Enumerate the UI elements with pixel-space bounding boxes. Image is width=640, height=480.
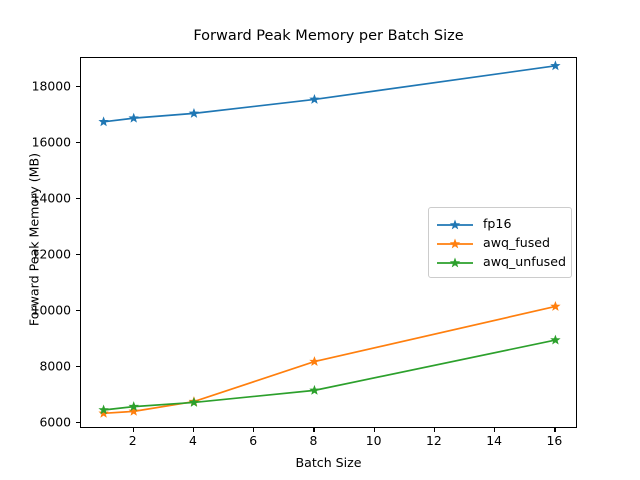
series-fp16: [98, 60, 561, 127]
y-tick-label: 8000: [39, 358, 71, 374]
legend-label: awq_fused: [483, 235, 551, 250]
series-line: [103, 305, 556, 415]
x-tick-label: 2: [128, 433, 137, 448]
y-axis-label: Forward Peak Memory (MB): [26, 152, 42, 327]
data-point-marker: [188, 396, 200, 407]
series-line: [103, 339, 556, 411]
data-point-marker: [550, 334, 561, 345]
data-point-marker: [309, 384, 320, 395]
data-point-marker: [309, 356, 320, 366]
x-tick-label: 14: [486, 433, 503, 448]
y-tick-mark: [76, 309, 80, 311]
x-tick-mark: [313, 428, 315, 432]
y-tick-label: 10000: [31, 302, 71, 318]
y-axis-tick-labels: 6000 8000 10000 12000 14000 16000 18000: [0, 0, 71, 480]
data-point-marker: [128, 401, 139, 412]
y-tick-mark: [76, 85, 80, 87]
data-point-marker: [550, 60, 561, 71]
y-tick-label: 14000: [31, 190, 71, 206]
data-point-marker: [98, 407, 109, 418]
data-point-marker: [188, 107, 200, 118]
series-layer: [98, 60, 561, 418]
x-tick-label: 8: [309, 433, 318, 448]
x-tick-mark: [433, 428, 436, 432]
x-tick-mark: [253, 428, 255, 432]
x-tick-mark: [494, 428, 496, 432]
x-tick-label: 16: [546, 433, 563, 448]
series-awq_unfused: [98, 334, 561, 415]
series-awq_fused: [98, 300, 561, 418]
legend-item-fp16[interactable]: fp16: [436, 214, 563, 233]
x-tick-mark: [373, 428, 375, 432]
y-tick-label: 18000: [31, 78, 71, 94]
x-tick-mark: [192, 428, 195, 432]
chart-title: Forward Peak Memory per Batch Size: [193, 28, 464, 44]
y-tick-label: 12000: [31, 246, 71, 262]
legend-swatch-icon: [436, 217, 474, 231]
y-tick-mark: [76, 253, 80, 255]
data-point-marker: [98, 116, 109, 127]
y-tick-mark: [76, 365, 80, 367]
legend-label: fp16: [483, 216, 512, 231]
data-point-marker: [550, 300, 561, 311]
data-point-marker: [128, 405, 139, 416]
legend-label: awq_unfused: [483, 254, 566, 269]
x-axis-label: Batch Size: [295, 455, 362, 470]
y-tick-mark: [76, 141, 80, 143]
data-point-marker: [98, 404, 109, 415]
x-tick-mark: [132, 428, 134, 432]
y-tick-label: 6000: [39, 414, 71, 430]
x-tick-label: 12: [426, 433, 442, 448]
x-tick-label: 10: [365, 433, 382, 448]
data-point-marker: [128, 112, 139, 123]
legend-item-awq_fused[interactable]: awq_fused: [436, 233, 563, 252]
x-tick-label: 4: [189, 433, 197, 448]
series-line: [103, 64, 556, 123]
data-point-marker: [309, 93, 320, 104]
legend-item-awq_unfused[interactable]: awq_unfused: [436, 252, 566, 271]
y-tick-mark: [76, 197, 80, 199]
chart-legend[interactable]: fp16 awq_fused awq_unfused: [428, 207, 572, 278]
y-tick-label: 16000: [31, 134, 71, 150]
x-tick-label: 6: [249, 433, 258, 448]
legend-swatch-icon: [436, 236, 474, 250]
y-tick-mark: [76, 421, 80, 423]
legend-swatch-icon: [436, 255, 474, 269]
x-tick-mark: [554, 428, 556, 432]
